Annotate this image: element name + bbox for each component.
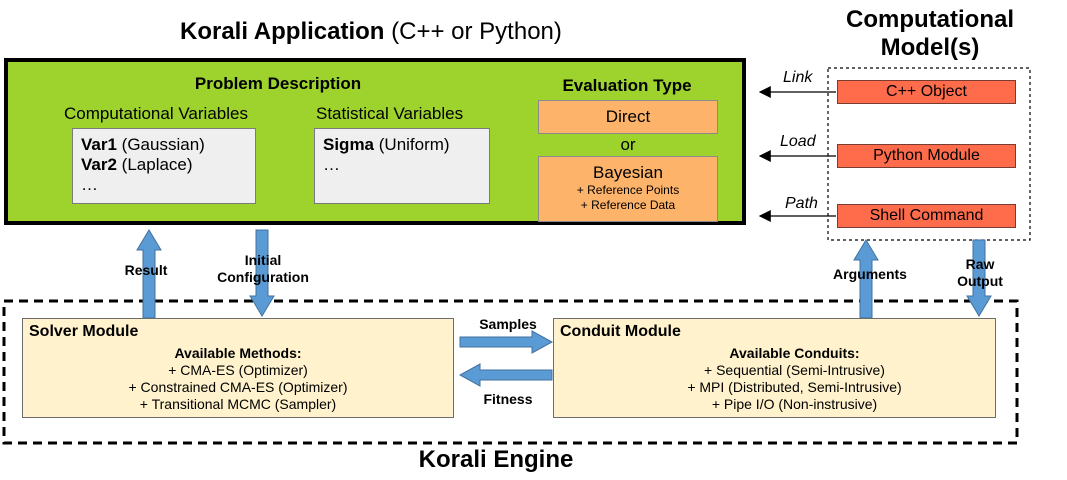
model-title-line1: Computational: [846, 6, 1014, 33]
arguments-label: Arguments: [833, 266, 907, 282]
conduit-module-box: Conduit Module Available Conduits: + Seq…: [553, 318, 996, 418]
bayesian-reference-data: + Reference Data: [580, 198, 676, 212]
conduit-module-title: Conduit Module: [560, 323, 681, 340]
conduit-list: Available Conduits: + Sequential (Semi-I…: [554, 345, 995, 413]
python-module-box: Python Module: [837, 144, 1016, 168]
variable-row: Var2 (Laplace): [81, 155, 193, 174]
model-title-line2: Model(s): [880, 34, 980, 61]
solver-method-item: + Constrained CMA-ES (Optimizer): [128, 379, 348, 395]
solver-method-item: + CMA-ES (Optimizer): [168, 362, 308, 378]
fitness-label: Fitness: [483, 391, 533, 407]
conduit-item: + Pipe I/O (Non-instrusive): [711, 396, 878, 412]
load-label: Load: [780, 133, 816, 150]
arguments-arrow: [853, 239, 879, 319]
app-title-bold: Korali Application: [180, 18, 385, 45]
result-label: Result: [124, 262, 168, 278]
variable-more: …: [81, 175, 98, 194]
direct-evaluation-box: Direct: [538, 100, 718, 134]
korali-engine-container: [2, 299, 1019, 445]
samples-arrow: [459, 330, 554, 354]
bayesian-reference-points: + Reference Points: [576, 183, 680, 197]
korali-application-box: Problem Description Computational Variab…: [4, 58, 746, 225]
app-title: Korali Application (C++ or Python): [180, 18, 562, 46]
solver-methods-heading: Available Methods:: [174, 345, 302, 361]
computational-model-container: [827, 67, 1031, 241]
conduit-item: + Sequential (Semi-Intrusive): [704, 362, 885, 378]
app-title-rest: (C++ or Python): [391, 18, 562, 45]
bayesian-label: Bayesian: [593, 163, 663, 182]
conduit-list-heading: Available Conduits:: [729, 345, 860, 361]
result-arrow: [136, 229, 162, 319]
initial-configuration-label: Initial Configuration: [217, 252, 309, 285]
model-title: Computational Model(s): [820, 6, 1040, 62]
solver-method-item: + Transitional MCMC (Sampler): [139, 396, 337, 412]
shell-command-box: Shell Command: [837, 204, 1016, 228]
computational-heading: Computational Variables: [64, 104, 248, 123]
variable-more: …: [323, 155, 340, 174]
statistical-variables-box: Sigma (Uniform) …: [314, 128, 490, 204]
problem-heading: Problem Description: [194, 74, 362, 93]
solver-methods: Available Methods: + CMA-ES (Optimizer) …: [23, 345, 453, 413]
path-label: Path: [785, 195, 818, 212]
initial-configuration-arrow: [249, 229, 275, 317]
bayesian-evaluation-box: Bayesian + Reference Points + Reference …: [538, 156, 718, 222]
variable-row: Sigma (Uniform): [323, 135, 450, 154]
solver-module-title: Solver Module: [29, 323, 139, 340]
statistical-heading: Statistical Variables: [316, 104, 464, 123]
samples-label: Samples: [479, 316, 537, 332]
conduit-item: + MPI (Distributed, Semi-Intrusive): [687, 379, 902, 395]
link-label: Link: [783, 69, 813, 86]
or-label: or: [620, 135, 636, 154]
variable-row: Var1 (Gaussian): [81, 135, 205, 154]
fitness-arrow: [458, 363, 553, 387]
raw-output-arrow: [966, 239, 992, 317]
solver-module-box: Solver Module Available Methods: + CMA-E…: [22, 318, 454, 418]
cpp-object-box: C++ Object: [837, 80, 1016, 104]
computational-variables-box: Var1 (Gaussian) Var2 (Laplace) …: [72, 128, 256, 204]
raw-output-label: Raw Output: [957, 256, 1003, 289]
korali-engine-title: Korali Engine: [418, 446, 574, 473]
evaluation-heading: Evaluation Type: [562, 76, 692, 95]
